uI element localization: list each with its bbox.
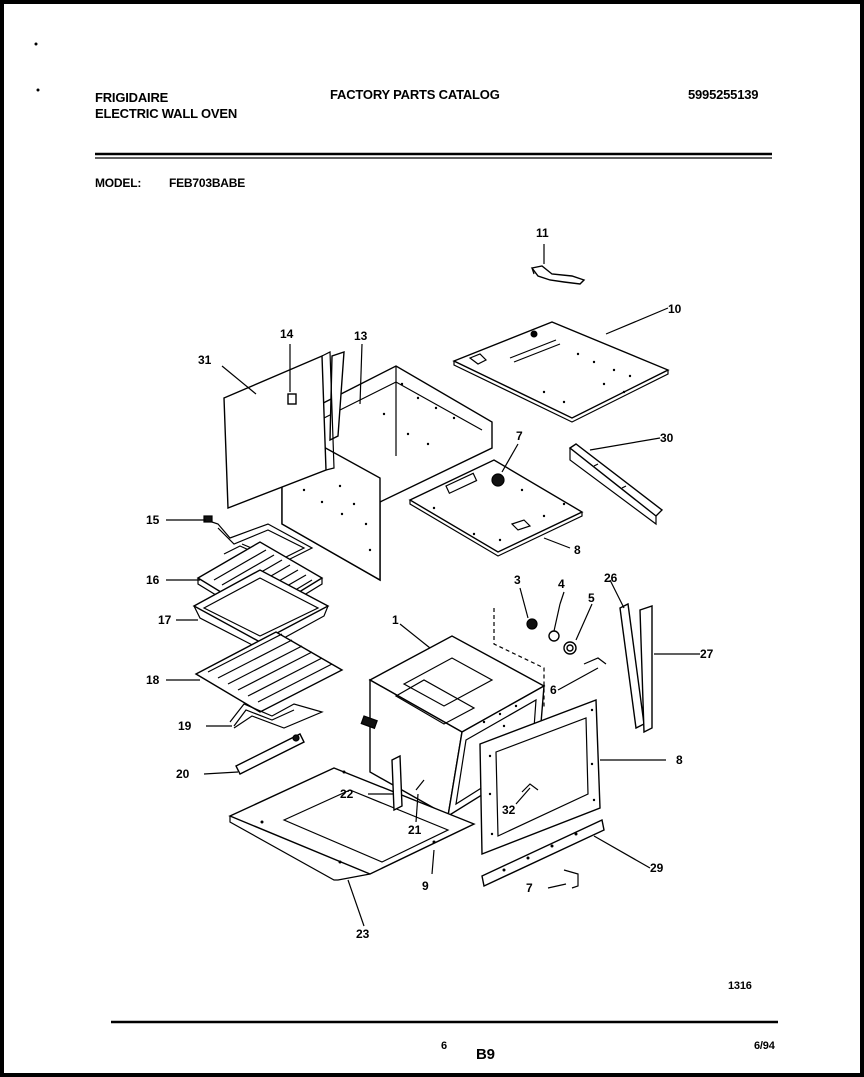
callout-14: 14	[280, 327, 294, 341]
part-19-bake-element	[229, 703, 324, 729]
part-3-knob	[526, 618, 538, 630]
brand-name: FRIGIDAIRE	[95, 90, 169, 105]
callout-15: 15	[146, 513, 160, 527]
callout-1: 1	[392, 613, 399, 627]
part-11-top-panel	[452, 321, 670, 423]
callout-9: 7	[516, 429, 523, 443]
callout-21: 21	[408, 823, 422, 837]
callout-7-label: 7	[526, 881, 533, 895]
callout-10-top: 8	[574, 543, 581, 557]
part-12-bracket	[530, 265, 586, 285]
callout-18: 18	[146, 673, 160, 687]
catalog-title: FACTORY PARTS CATALOG	[330, 87, 500, 102]
corner-mark	[36, 88, 40, 92]
part-14-clip	[287, 393, 297, 405]
part-22-bracket	[391, 754, 403, 812]
callout-29: 29	[650, 861, 664, 875]
part-8-door-frame	[479, 698, 601, 856]
callout-31: 31	[198, 353, 212, 367]
part-20-terminal-block	[235, 733, 305, 775]
callout-8-label: 8	[676, 753, 683, 767]
part-4-sensor	[548, 603, 561, 642]
part-9-bottom-panel	[408, 459, 584, 557]
part-5-light	[563, 641, 577, 655]
page-number: 6	[441, 1040, 447, 1052]
callout-19: 19	[178, 719, 192, 733]
exploded-parts-diagram: 11 10 14 13 31 7 30 15 8 3 4 26 16 5 17 …	[34, 42, 778, 1024]
callout-12: 11	[536, 226, 549, 240]
callout-3: 3	[514, 573, 521, 587]
date-code: 6/94	[754, 1040, 775, 1052]
callout-20: 20	[176, 767, 190, 781]
callout-5: 5	[588, 591, 595, 605]
catalog-number: 5995255139	[688, 87, 759, 102]
callout-17: 17	[158, 613, 172, 627]
figure-number: 1316	[728, 980, 752, 992]
callout-32: 32	[502, 803, 516, 817]
part-30-rail	[568, 443, 664, 526]
product-name: ELECTRIC WALL OVEN	[95, 106, 238, 121]
callout-6: 6	[550, 683, 557, 697]
corner-mark	[34, 42, 38, 46]
callout-26: 26	[604, 571, 618, 585]
callout-4: 4	[558, 577, 565, 591]
leader-dashed	[493, 608, 545, 708]
part-18-oven-rack	[194, 631, 344, 713]
callout-16: 16	[146, 573, 160, 587]
part-6-clip	[583, 657, 607, 665]
part-21-clip	[415, 779, 425, 791]
callout-23: 23	[356, 927, 370, 941]
part-27-rail	[639, 605, 653, 734]
callout-22: 22	[340, 787, 354, 801]
model-value: FEB703BABE	[169, 176, 246, 190]
part-7-hinge	[563, 869, 579, 889]
callout-30: 30	[660, 431, 674, 445]
callout-labels: 11 10 14 13 31 7 30 15 8 3 4 26 16 5 17 …	[146, 226, 714, 941]
part-32-latch	[521, 783, 539, 793]
callout-13: 13	[354, 329, 368, 343]
callout-27: 27	[700, 647, 714, 661]
part-31-side-panel	[223, 351, 335, 510]
section-code: B9	[476, 1046, 495, 1063]
part-29-trim-strip	[481, 818, 605, 888]
callout-10-bottom: 9	[422, 879, 429, 893]
model-label: MODEL:	[95, 176, 142, 190]
part-23-bottom-pan	[228, 767, 476, 881]
leader-lines	[166, 244, 700, 927]
callout-11: 10	[668, 302, 682, 316]
catalog-sheet: FRIGIDAIRE ELECTRIC WALL OVEN FACTORY PA…	[4, 4, 860, 1073]
